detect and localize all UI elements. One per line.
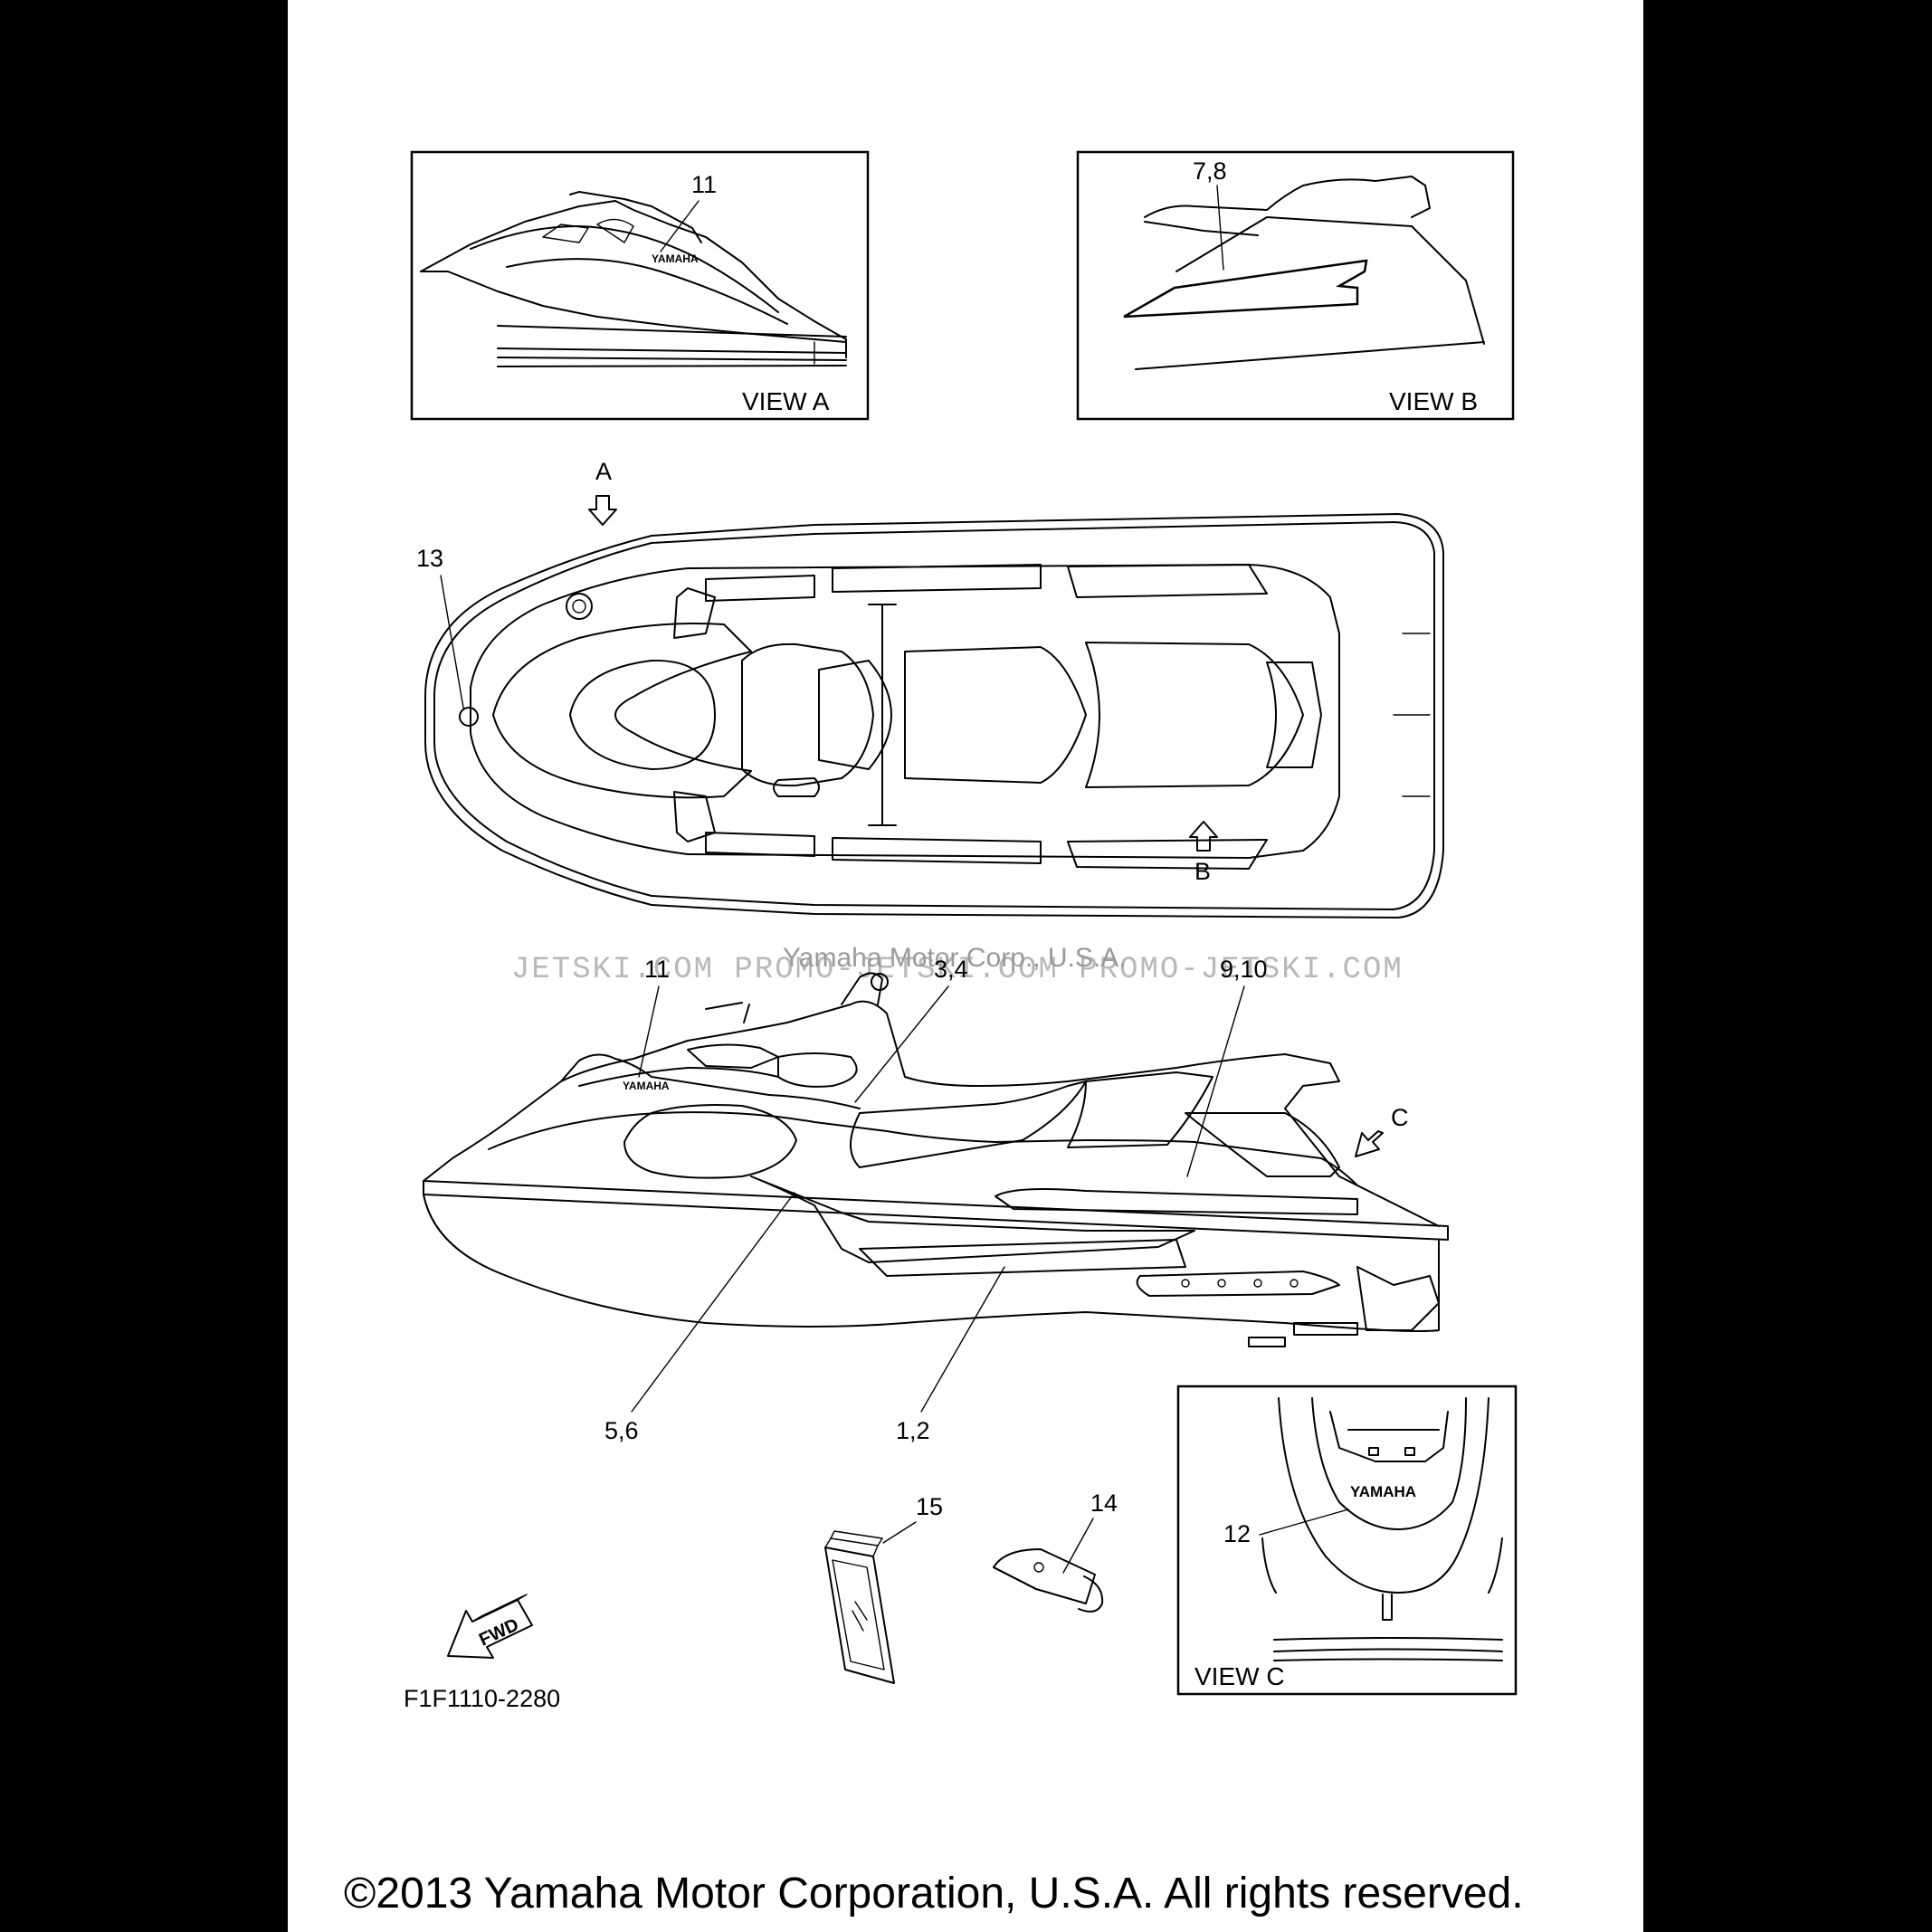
callout-side-34: 3,4	[934, 956, 968, 983]
callout-side-11: 11	[644, 956, 670, 983]
part-14-pouch: 14	[993, 1489, 1118, 1613]
arrow-c-letter: C	[1391, 1104, 1409, 1131]
diagram-sheet	[288, 0, 1643, 1932]
callout-top-13: 13	[416, 545, 443, 572]
watermark-yamaha: Yamaha Motor Corp., U.S.A.	[783, 943, 1127, 973]
callout-side-910: 9,10	[1220, 956, 1268, 983]
view-b-inset: 7,8 VIEW B	[1076, 150, 1515, 421]
view-a-label: VIEW A	[742, 387, 830, 415]
callout-part-15: 15	[916, 1493, 943, 1520]
arrow-a-letter: A	[595, 458, 612, 485]
watermark-promo: JETSKI.COM PROMO-JETSKI.COM PROMO-JETSKI…	[511, 953, 1404, 987]
side-view-jetski: YAMAHA 11 3,4 9,10 C 5,6 1,2	[423, 956, 1449, 1444]
callout-part-14: 14	[1090, 1489, 1118, 1517]
callout-side-56: 5,6	[604, 1417, 639, 1444]
top-view-jetski: A 13 B	[416, 458, 1444, 918]
callout-view-b-78: 7,8	[1193, 157, 1227, 185]
view-c-label: VIEW C	[1194, 1662, 1285, 1690]
yamaha-decal-side: YAMAHA	[623, 1080, 670, 1092]
callout-view-a-11: 11	[691, 171, 717, 198]
part-15-card: 15	[824, 1493, 943, 1684]
down-arrow-icon	[588, 495, 617, 526]
up-arrow-icon	[1189, 821, 1218, 852]
view-c-inset: YAMAHA 12 VIEW C	[1176, 1385, 1518, 1696]
fwd-label: FWD	[476, 1614, 522, 1650]
yamaha-decal-view-a: YAMAHA	[652, 252, 699, 265]
figure-code: F1F1110-2280	[404, 1685, 560, 1712]
arrow-b-letter: B	[1194, 858, 1211, 885]
diag-arrow-icon	[1355, 1130, 1384, 1157]
callout-side-12: 1,2	[896, 1417, 930, 1444]
fwd-arrow-icon: FWD	[447, 1594, 533, 1659]
view-b-label: VIEW B	[1389, 387, 1478, 415]
callout-view-c-12: 12	[1223, 1520, 1251, 1547]
yamaha-decal-view-c: YAMAHA	[1350, 1483, 1416, 1500]
copyright-notice: ©2013 Yamaha Motor Corporation, U.S.A. A…	[344, 1870, 1524, 1918]
view-a-inset: 11 YAMAHA VIEW A	[410, 150, 870, 421]
